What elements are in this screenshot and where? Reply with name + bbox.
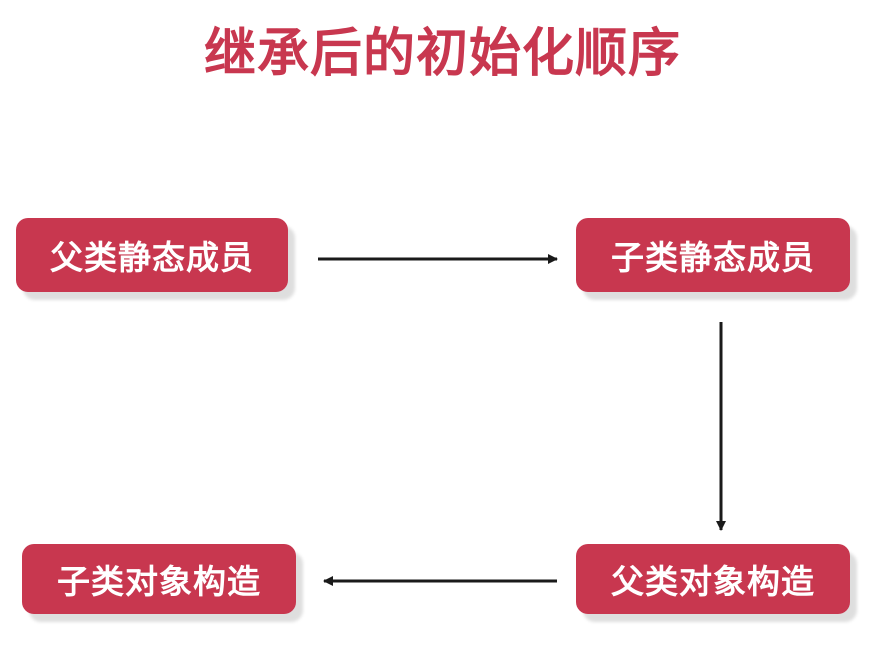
node-parent-construct: 父类对象构造 — [576, 544, 850, 614]
node-child-construct: 子类对象构造 — [22, 544, 296, 614]
diagram-title: 继承后的初始化顺序 — [203, 24, 681, 84]
node-parent-static: 父类静态成员 — [16, 218, 288, 292]
node-child-static: 子类静态成员 — [576, 218, 850, 292]
